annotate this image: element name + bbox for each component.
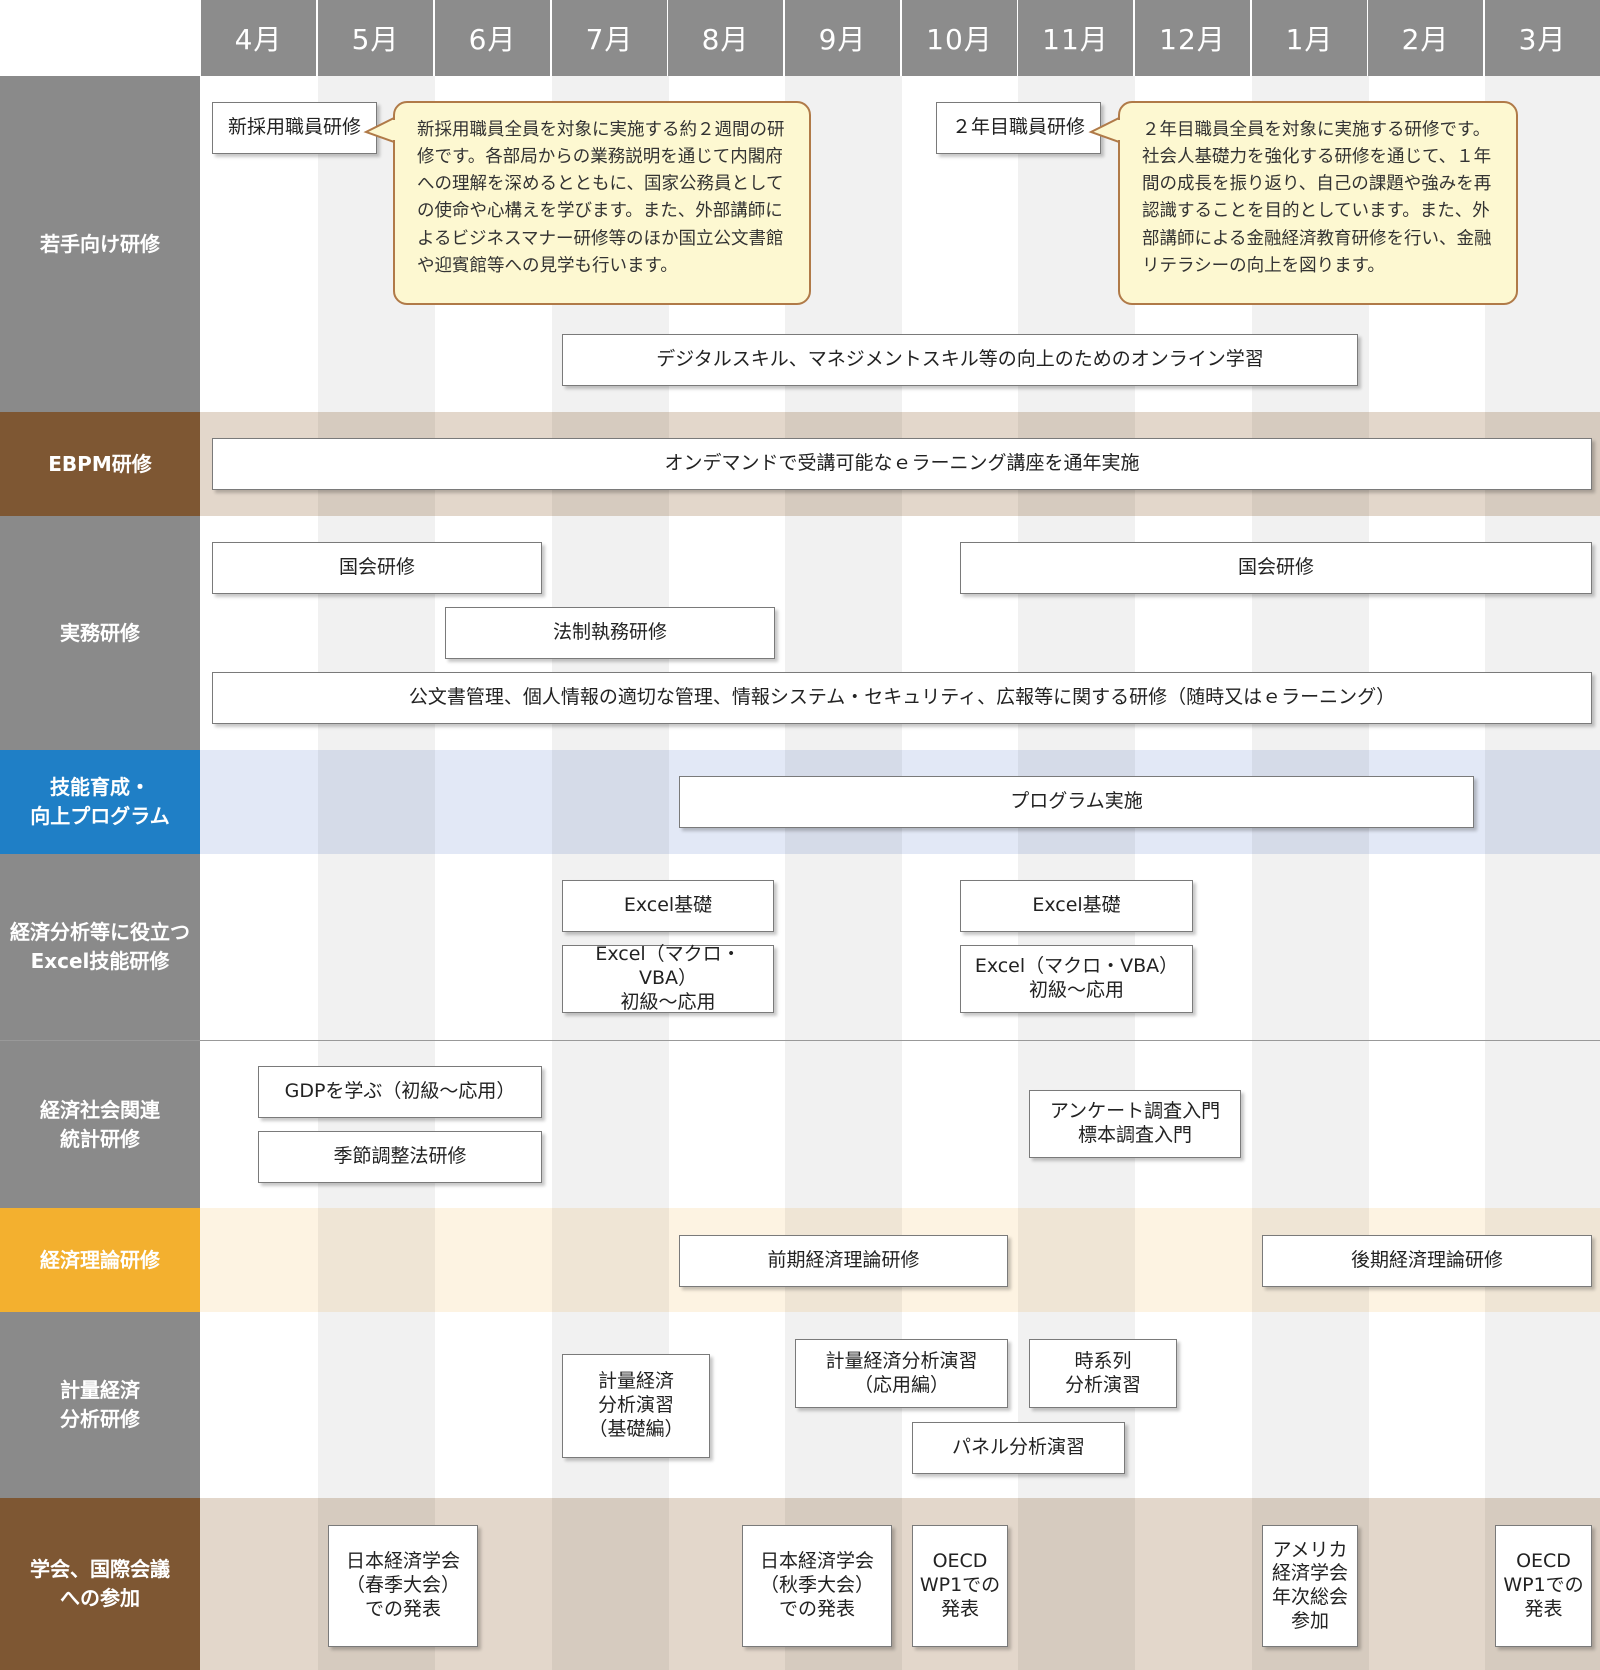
records-management-training: 公文書管理、個人情報の適切な管理、情報システム・セキュリティ、広報等に関する研修… [212,672,1592,724]
row-label-econometrics: 計量経済 分析研修 [0,1312,200,1498]
row-label-conferences: 学会、国際会議 への参加 [0,1498,200,1670]
month-header: 12月 [1135,0,1250,76]
row-label-youth: 若手向け研修 [0,76,200,412]
column-stripe [1485,76,1600,1670]
month-header: 7月 [552,0,667,76]
online-learning: デジタルスキル、マネジメントスキル等の向上のためのオンライン学習 [562,334,1358,386]
new-staff-training: 新採用職員研修 [212,102,377,154]
economic-theory-first: 前期経済理論研修 [679,1235,1008,1287]
month-header: 9月 [785,0,900,76]
band-excel [200,854,1600,1040]
column-stripe [1252,76,1369,1670]
survey-intro-training: アンケート調査入門 標本調査入門 [1029,1090,1241,1158]
column-stripe [318,76,435,1670]
month-header: 6月 [435,0,550,76]
econometrics-basic: 計量経済 分析演習 （基礎編） [562,1354,710,1458]
month-header: 4月 [201,0,316,76]
oecd-wp1-presentation-1: OECD WP1での 発表 [912,1525,1008,1647]
month-header: 2月 [1368,0,1483,76]
jea-spring-presentation: 日本経済学会 （春季大会） での発表 [328,1525,478,1647]
diet-training-2: 国会研修 [960,542,1592,594]
oecd-wp1-presentation-2: OECD WP1での 発表 [1495,1525,1592,1647]
bubble-tail-cover [392,120,398,140]
seasonal-adjustment-training: 季節調整法研修 [258,1131,542,1183]
economic-theory-second: 後期経済理論研修 [1262,1235,1592,1287]
row-label-skills: 技能育成・ 向上プログラム [0,750,200,854]
panel-analysis-exercise: パネル分析演習 [912,1422,1125,1474]
time-series-exercise: 時系列 分析演習 [1029,1339,1177,1408]
excel-macro-2: Excel（マクロ・VBA） 初級～応用 [960,945,1193,1013]
diet-training-1: 国会研修 [212,542,542,594]
month-header: 10月 [902,0,1017,76]
row-label-excel: 経済分析等に役立つ Excel技能研修 [0,854,200,1040]
month-header: 3月 [1485,0,1600,76]
excel-macro-1: Excel（マクロ・VBA） 初級～応用 [562,943,774,1013]
row-label-theory: 経済理論研修 [0,1208,200,1312]
row-label-practical: 実務研修 [0,516,200,750]
row-label-stats: 経済社会関連 統計研修 [0,1041,200,1208]
excel-basic-2: Excel基礎 [960,880,1193,932]
legal-drafting-training: 法制執務研修 [445,607,775,659]
row-divider [0,1040,1600,1041]
second-year-training: ２年目職員研修 [936,102,1101,154]
month-header: 5月 [318,0,433,76]
month-header: 11月 [1018,0,1133,76]
jea-autumn-presentation: 日本経済学会 （秋季大会） での発表 [742,1525,892,1647]
ebpm-elearning: オンデマンドで受講可能なｅラーニング講座を通年実施 [212,438,1592,490]
month-header: 1月 [1252,0,1367,76]
aea-annual-meeting: アメリカ 経済学会 年次総会 参加 [1262,1525,1358,1647]
skills-program: プログラム実施 [679,776,1474,828]
gdp-training: GDPを学ぶ（初級～応用） [258,1066,542,1118]
second-year-description: ２年目職員全員を対象に実施する研修です。社会人基礎力を強化する研修を通じて、１年… [1118,101,1518,305]
new-staff-description: 新採用職員全員を対象に実施する約２週間の研修です。各部局からの業務説明を通じて内… [393,101,811,305]
row-label-ebpm: EBPM研修 [0,412,200,516]
econometrics-applied: 計量経済分析演習 （応用編） [795,1339,1008,1408]
column-stripe [785,76,902,1670]
bubble-tail-cover [1117,120,1123,140]
excel-basic-1: Excel基礎 [562,880,774,932]
month-header: 8月 [668,0,783,76]
